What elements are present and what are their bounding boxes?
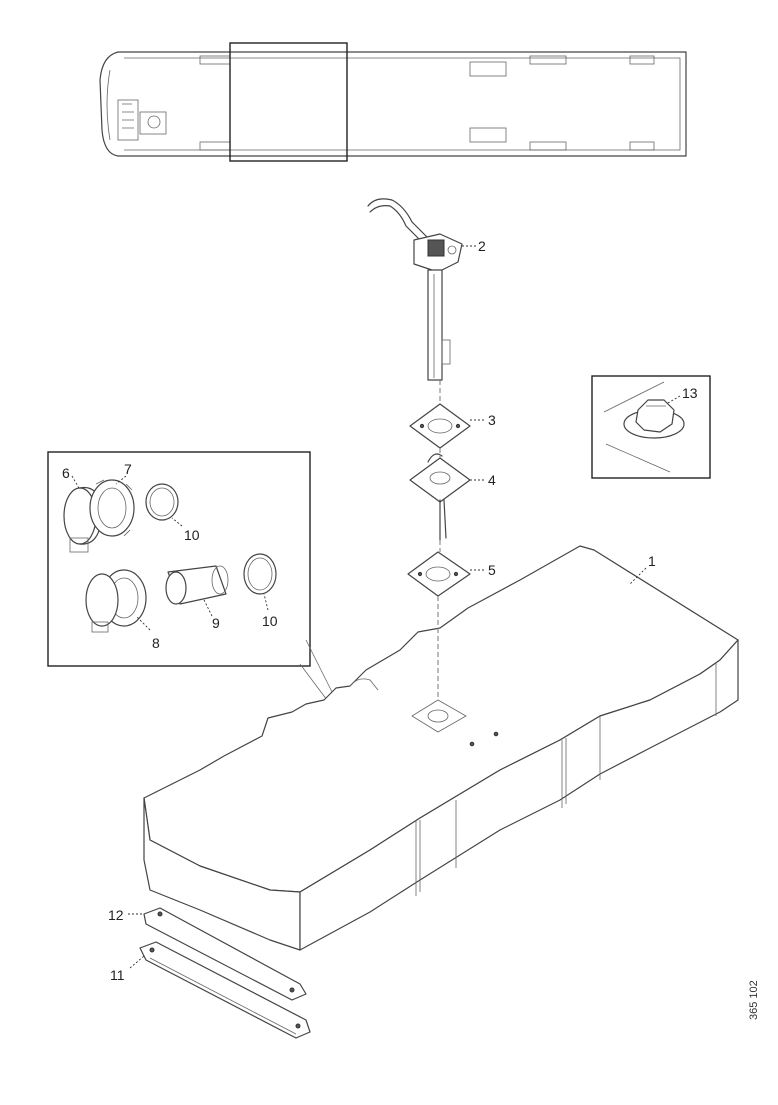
callout-10-upper: 10 xyxy=(184,527,200,543)
part-6-filler-cap xyxy=(63,486,103,553)
part-7-filler-housing xyxy=(89,479,135,537)
part-10-seal-ring-lower xyxy=(243,553,277,595)
part-5-gasket xyxy=(407,551,471,597)
part-13-drain-plug-inset xyxy=(591,375,711,479)
part-3-gasket xyxy=(409,403,471,449)
part-11-support-bracket xyxy=(139,941,311,1039)
callout-4: 4 xyxy=(488,472,496,488)
callout-11: 11 xyxy=(110,967,125,983)
drawing-reference-code: 365 102 xyxy=(748,980,760,1020)
callout-8: 8 xyxy=(152,635,160,651)
part-12-mounting-strap xyxy=(143,907,307,1001)
callout-12: 12 xyxy=(108,907,124,923)
front-axle-detail xyxy=(117,99,167,141)
callout-3: 3 xyxy=(488,412,496,428)
callout-6: 6 xyxy=(62,465,70,481)
callout-2: 2 xyxy=(478,238,486,254)
bus-chassis-overview xyxy=(99,42,687,162)
part-4-flange-plate xyxy=(409,453,471,541)
callout-9: 9 xyxy=(212,615,220,631)
filler-neck-detail-inset xyxy=(47,451,337,705)
part-9-filler-pipe xyxy=(165,565,229,605)
callout-1: 1 xyxy=(648,553,656,569)
callout-5: 5 xyxy=(488,562,496,578)
callout-10-lower: 10 xyxy=(262,613,278,629)
part-8-filler-flange xyxy=(85,569,147,633)
leader-lines xyxy=(71,245,681,969)
part-1-fuel-tank xyxy=(143,380,739,951)
callout-7: 7 xyxy=(124,461,132,477)
tank-location-highlight xyxy=(229,42,348,162)
callout-labels: 1 2 3 4 5 6 7 8 9 10 10 11 12 13 xyxy=(62,238,698,983)
part-10-seal-ring-upper xyxy=(145,483,179,521)
part-2-fuel-level-sender xyxy=(367,198,463,381)
callout-13: 13 xyxy=(682,385,698,401)
